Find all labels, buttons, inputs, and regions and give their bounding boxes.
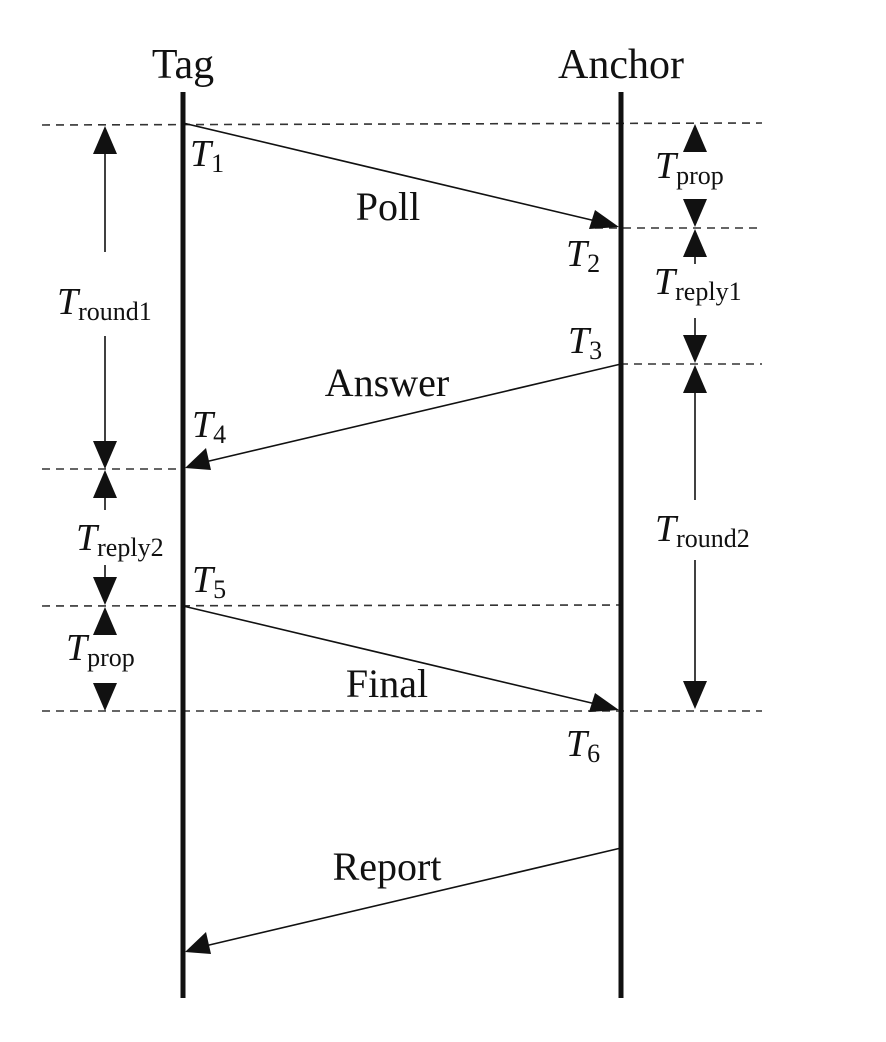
t4-label: T4 bbox=[192, 404, 226, 449]
treply1-label: Treply1 bbox=[654, 261, 742, 306]
t6-label: T6 bbox=[566, 723, 600, 768]
tprop-right-label: Tprop bbox=[655, 145, 724, 190]
treply2-dimension-arrow bbox=[93, 470, 117, 605]
report-message-arrow bbox=[185, 847, 622, 954]
tprop-left-label: Tprop bbox=[66, 627, 135, 672]
anchor-title: Anchor bbox=[558, 42, 684, 88]
final-label: Final bbox=[346, 661, 428, 706]
treply2-label: Treply2 bbox=[76, 517, 164, 562]
tround2-dimension-arrow bbox=[683, 365, 707, 709]
treply1-dimension-arrow bbox=[683, 229, 707, 363]
answer-message-arrow bbox=[185, 363, 622, 470]
tprop-right-dimension-arrow bbox=[683, 124, 707, 227]
dashed-line-t1 bbox=[41, 122, 763, 126]
t2-label: T2 bbox=[566, 233, 600, 278]
tag-title: Tag bbox=[152, 42, 214, 88]
tprop-left-dimension-arrow bbox=[93, 607, 117, 711]
answer-label: Answer bbox=[325, 360, 449, 405]
t3-label: T3 bbox=[568, 320, 602, 365]
tround1-dimension-arrow bbox=[93, 126, 117, 469]
final-message-arrow bbox=[182, 605, 619, 712]
report-label: Report bbox=[333, 844, 442, 889]
poll-message-arrow bbox=[182, 122, 619, 229]
tround1-label: Tround1 bbox=[57, 281, 152, 326]
tround2-label: Tround2 bbox=[655, 508, 750, 553]
dashed-line-t5 bbox=[41, 604, 621, 607]
poll-label: Poll bbox=[356, 184, 420, 229]
t1-label: T1 bbox=[190, 133, 224, 178]
t5-label: T5 bbox=[192, 559, 226, 604]
